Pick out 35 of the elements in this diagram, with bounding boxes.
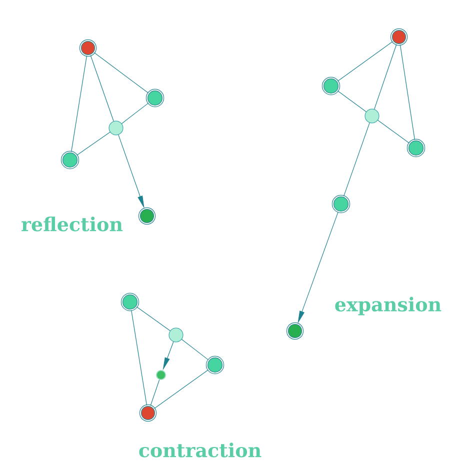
simplex-edge xyxy=(343,122,370,196)
simplex-edge xyxy=(378,120,410,144)
centroid-circle xyxy=(364,108,380,124)
vertex-circle xyxy=(322,76,340,96)
new-point-circle xyxy=(138,207,156,225)
simplex-edge xyxy=(181,339,209,360)
step-label: contraction xyxy=(139,442,262,458)
vertex-circle xyxy=(146,88,164,108)
new-point-circle xyxy=(156,370,166,380)
simplex-edge xyxy=(94,52,149,94)
vertex-circle xyxy=(206,356,224,374)
vertex-circle xyxy=(406,138,426,158)
vertex-circle xyxy=(60,150,80,170)
worst-point-circle xyxy=(390,28,408,46)
worst-point-circle xyxy=(79,39,97,57)
simplex-edge xyxy=(337,90,366,112)
step-label: expansion xyxy=(335,296,442,316)
vertex-circle xyxy=(120,292,140,312)
new-point-circle xyxy=(286,322,304,340)
simplex-edge xyxy=(400,44,416,140)
simplex-edge xyxy=(76,132,110,156)
centroid-circle xyxy=(108,120,124,136)
simplex-edge xyxy=(154,370,209,409)
simplex-edge xyxy=(71,55,88,152)
step-label: reflection xyxy=(22,216,123,232)
simplex-edge xyxy=(131,310,148,406)
simplex-edge xyxy=(121,102,149,124)
simplex-edge xyxy=(90,55,114,122)
worst-point-circle xyxy=(139,404,157,422)
simplex-edge xyxy=(337,41,393,82)
vertex-circle xyxy=(332,194,350,214)
simplex-edge xyxy=(150,379,160,406)
simplex-edge xyxy=(136,306,170,332)
simplex-edge xyxy=(374,44,397,110)
centroid-circle xyxy=(168,328,184,342)
